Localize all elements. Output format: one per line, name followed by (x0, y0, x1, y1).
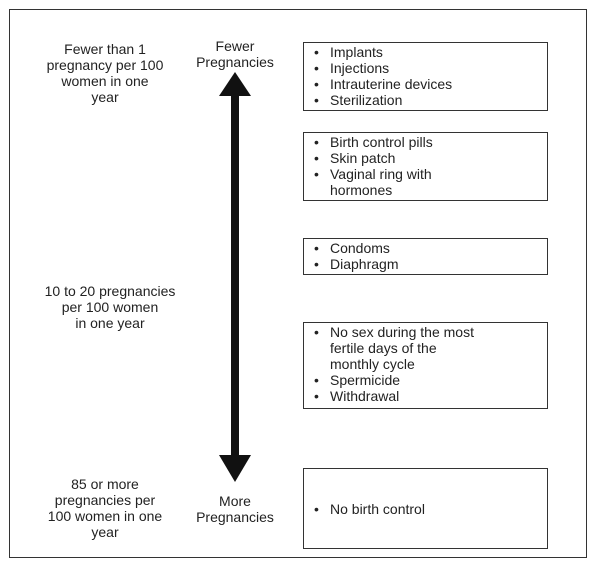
method-item: Injections (312, 60, 539, 76)
scale-label-line: Fewer (215, 38, 255, 54)
arrow-shaft (231, 95, 239, 457)
rate-line: pregnancy per 100 (46, 57, 164, 73)
scale-label-line: Pregnancies (196, 509, 274, 525)
method-box-hormonal: Birth control pills Skin patch Vaginal r… (303, 132, 548, 201)
rate-line: year (91, 89, 119, 105)
method-box-most-effective: Implants Injections Intrauterine devices… (303, 42, 548, 111)
method-item: Vaginal ring with hormones (312, 166, 539, 198)
rate-label-middle: 10 to 20 pregnancies per 100 women in on… (30, 283, 190, 331)
rate-line: 85 or more (71, 476, 139, 492)
arrow-head-down (219, 455, 251, 482)
method-item-line: Vaginal ring with (330, 166, 432, 182)
method-item: Birth control pills (312, 134, 539, 150)
rate-line: per 100 women (61, 299, 159, 315)
method-box-behavioral: No sex during the most fertile days of t… (303, 322, 548, 409)
method-item: Withdrawal (312, 388, 539, 404)
method-item: Sterilization (312, 92, 539, 108)
scale-top-label: Fewer Pregnancies (180, 38, 290, 70)
method-item-line: fertile days of the (330, 340, 437, 356)
method-item: Intrauterine devices (312, 76, 539, 92)
arrow-head-up (219, 72, 251, 96)
rate-line: in one year (75, 315, 145, 331)
method-box-barrier: Condoms Diaphragm (303, 238, 548, 275)
scale-label-line: Pregnancies (196, 54, 274, 70)
rate-label-top: Fewer than 1 pregnancy per 100 women in … (30, 41, 180, 105)
method-item-line: hormones (330, 182, 393, 198)
method-item: Diaphragm (312, 256, 539, 272)
method-item: No birth control (312, 501, 539, 517)
method-item: Implants (312, 44, 539, 60)
rate-line: 10 to 20 pregnancies (44, 283, 176, 299)
scale-bottom-label: More Pregnancies (180, 493, 290, 525)
method-item: No sex during the most fertile days of t… (312, 324, 539, 372)
method-item: Spermicide (312, 372, 539, 388)
rate-line: 100 women in one (47, 508, 163, 524)
rate-line: women in one (61, 73, 149, 89)
rate-line: pregnancies per (54, 492, 156, 508)
method-item-line: monthly cycle (330, 356, 415, 372)
scale-label-line: More (219, 493, 251, 509)
method-item-line: No sex during the most (330, 324, 474, 340)
method-box-none: No birth control (303, 468, 548, 549)
diagram-frame (9, 9, 587, 558)
rate-line: year (91, 524, 119, 540)
method-item: Condoms (312, 240, 539, 256)
method-item: Skin patch (312, 150, 539, 166)
rate-label-bottom: 85 or more pregnancies per 100 women in … (30, 476, 180, 540)
rate-line: Fewer than 1 (64, 41, 146, 57)
